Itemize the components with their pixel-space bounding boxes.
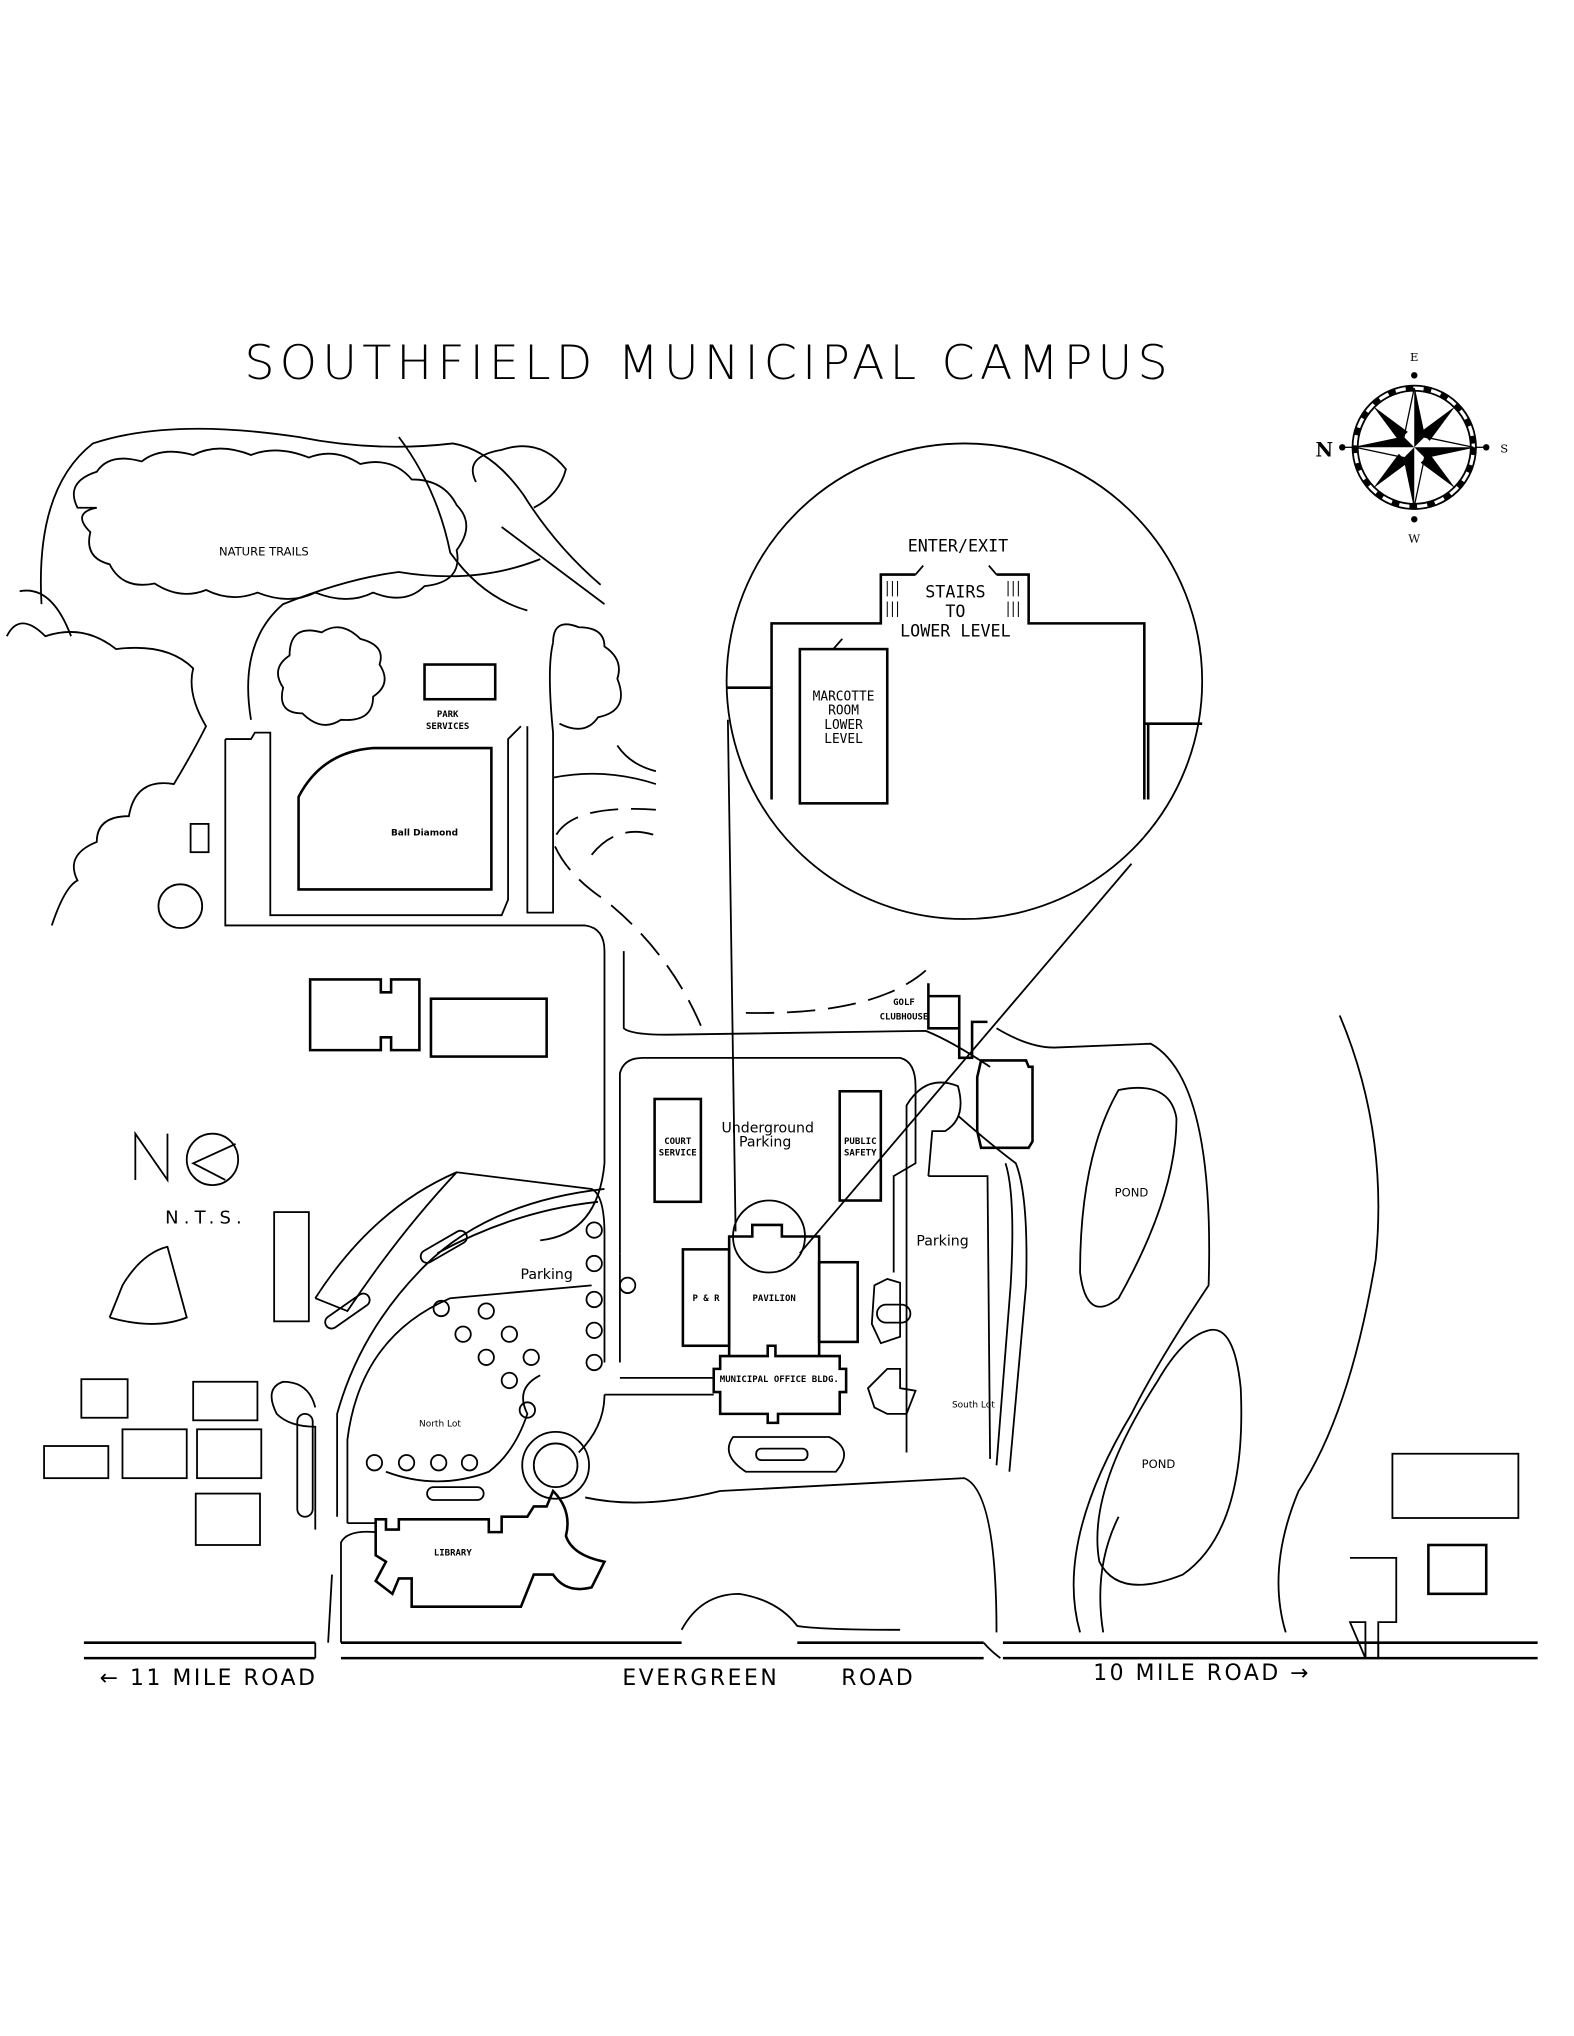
parking-south-label: Parking xyxy=(916,1234,968,1250)
stairs-label-3: LOWER LEVEL xyxy=(900,620,1011,640)
public-safety-label-2: SAFETY xyxy=(844,1149,877,1159)
park-services-building xyxy=(423,663,497,701)
marcotte-room-label-3: LOWER xyxy=(824,718,863,733)
pond-1-label: POND xyxy=(1115,1186,1149,1200)
building xyxy=(1391,1452,1520,1519)
court-service-building xyxy=(653,1097,703,1204)
public-safety-label: PUBLIC xyxy=(844,1137,876,1147)
building xyxy=(196,1428,263,1480)
building xyxy=(817,1260,859,1344)
road-label-10-mile: 10 MILE ROAD → xyxy=(1093,1661,1311,1686)
building xyxy=(80,1378,129,1419)
pond-1 xyxy=(1079,1086,1178,1308)
compass-west: W xyxy=(1408,531,1420,545)
north-lot-label: North Lot xyxy=(419,1420,461,1430)
building xyxy=(1427,1543,1488,1596)
library-building xyxy=(374,1488,607,1608)
building xyxy=(429,997,548,1058)
golf-clubhouse-label-2: CLUBHOUSE xyxy=(880,1012,929,1022)
golf-clubhouse-label: GOLF xyxy=(893,998,915,1008)
stairs-label: STAIRS xyxy=(925,582,985,602)
map-title: SOUTHFIELD MUNICIPAL CAMPUS xyxy=(244,336,1172,391)
south-lot-label: South Lot xyxy=(952,1400,995,1410)
p-and-r-building xyxy=(681,1248,731,1348)
municipal-office-label: MUNICIPAL OFFICE BLDG. xyxy=(720,1375,839,1385)
ball-diamond xyxy=(297,746,493,891)
library-label: LIBRARY xyxy=(434,1548,472,1558)
pavilion-label: PAVILION xyxy=(753,1294,796,1304)
compass-south: S xyxy=(1500,441,1508,455)
building xyxy=(121,1428,188,1480)
scale-note: N.T.S. xyxy=(165,1208,247,1229)
pavilion-building xyxy=(727,1223,821,1357)
building xyxy=(192,1380,259,1422)
building xyxy=(273,1211,310,1323)
building xyxy=(308,978,421,1052)
road-label-evergreen: EVERGREEN xyxy=(622,1666,779,1691)
compass-east: E xyxy=(1410,350,1418,364)
pond-2-label: POND xyxy=(1142,1457,1176,1471)
stairs-label-2: TO xyxy=(945,601,965,621)
compass-rose-icon xyxy=(1339,372,1490,523)
nature-trails-label: NATURE TRAILS xyxy=(219,544,309,558)
building xyxy=(189,823,210,854)
marcotte-room-label-2: ROOM xyxy=(828,704,859,719)
underground-parking-area xyxy=(619,1056,917,1273)
ball-diamond-label: Ball Diamond xyxy=(391,828,458,838)
parking-north-label: Parking xyxy=(520,1267,572,1283)
road-label-11-mile: ← 11 MILE ROAD xyxy=(100,1666,318,1691)
nature-trails-area: NATURE TRAILS xyxy=(5,427,657,926)
underground-parking-label-2: Parking xyxy=(739,1135,791,1151)
p-and-r-label: P & R xyxy=(692,1294,720,1304)
marcotte-room-label: MARCOTTE xyxy=(813,690,875,705)
building xyxy=(1348,1556,1398,1659)
north-arrow-icon xyxy=(134,1130,240,1186)
building xyxy=(43,1445,110,1480)
marcotte-room-label-4: LEVEL xyxy=(824,732,863,747)
parking-islands xyxy=(365,1221,637,1501)
golf-clubhouse-building xyxy=(927,983,988,1060)
roads xyxy=(83,1641,1538,1660)
compass-north: N xyxy=(1315,438,1333,461)
park-services-label-2: SERVICES xyxy=(426,722,469,732)
public-safety-building xyxy=(838,1089,883,1202)
enter-exit-label: ENTER/EXIT xyxy=(908,535,1008,555)
municipal-office-building xyxy=(712,1344,848,1425)
court-service-label-2: SERVICE xyxy=(659,1149,697,1159)
building xyxy=(194,1492,261,1546)
marcotte-room xyxy=(798,647,889,805)
court-service-label: COURT xyxy=(664,1137,692,1147)
inset-callout: ENTER/EXIT STAIRS TO LOWER LEVEL MARCOTT… xyxy=(725,442,1204,1274)
road-label-evergreen-road: ROAD xyxy=(841,1666,915,1691)
park-services-label: PARK xyxy=(437,710,459,720)
underground-parking-label: Underground xyxy=(721,1120,813,1136)
pond-2 xyxy=(1096,1328,1243,1586)
building xyxy=(975,1059,1034,1150)
